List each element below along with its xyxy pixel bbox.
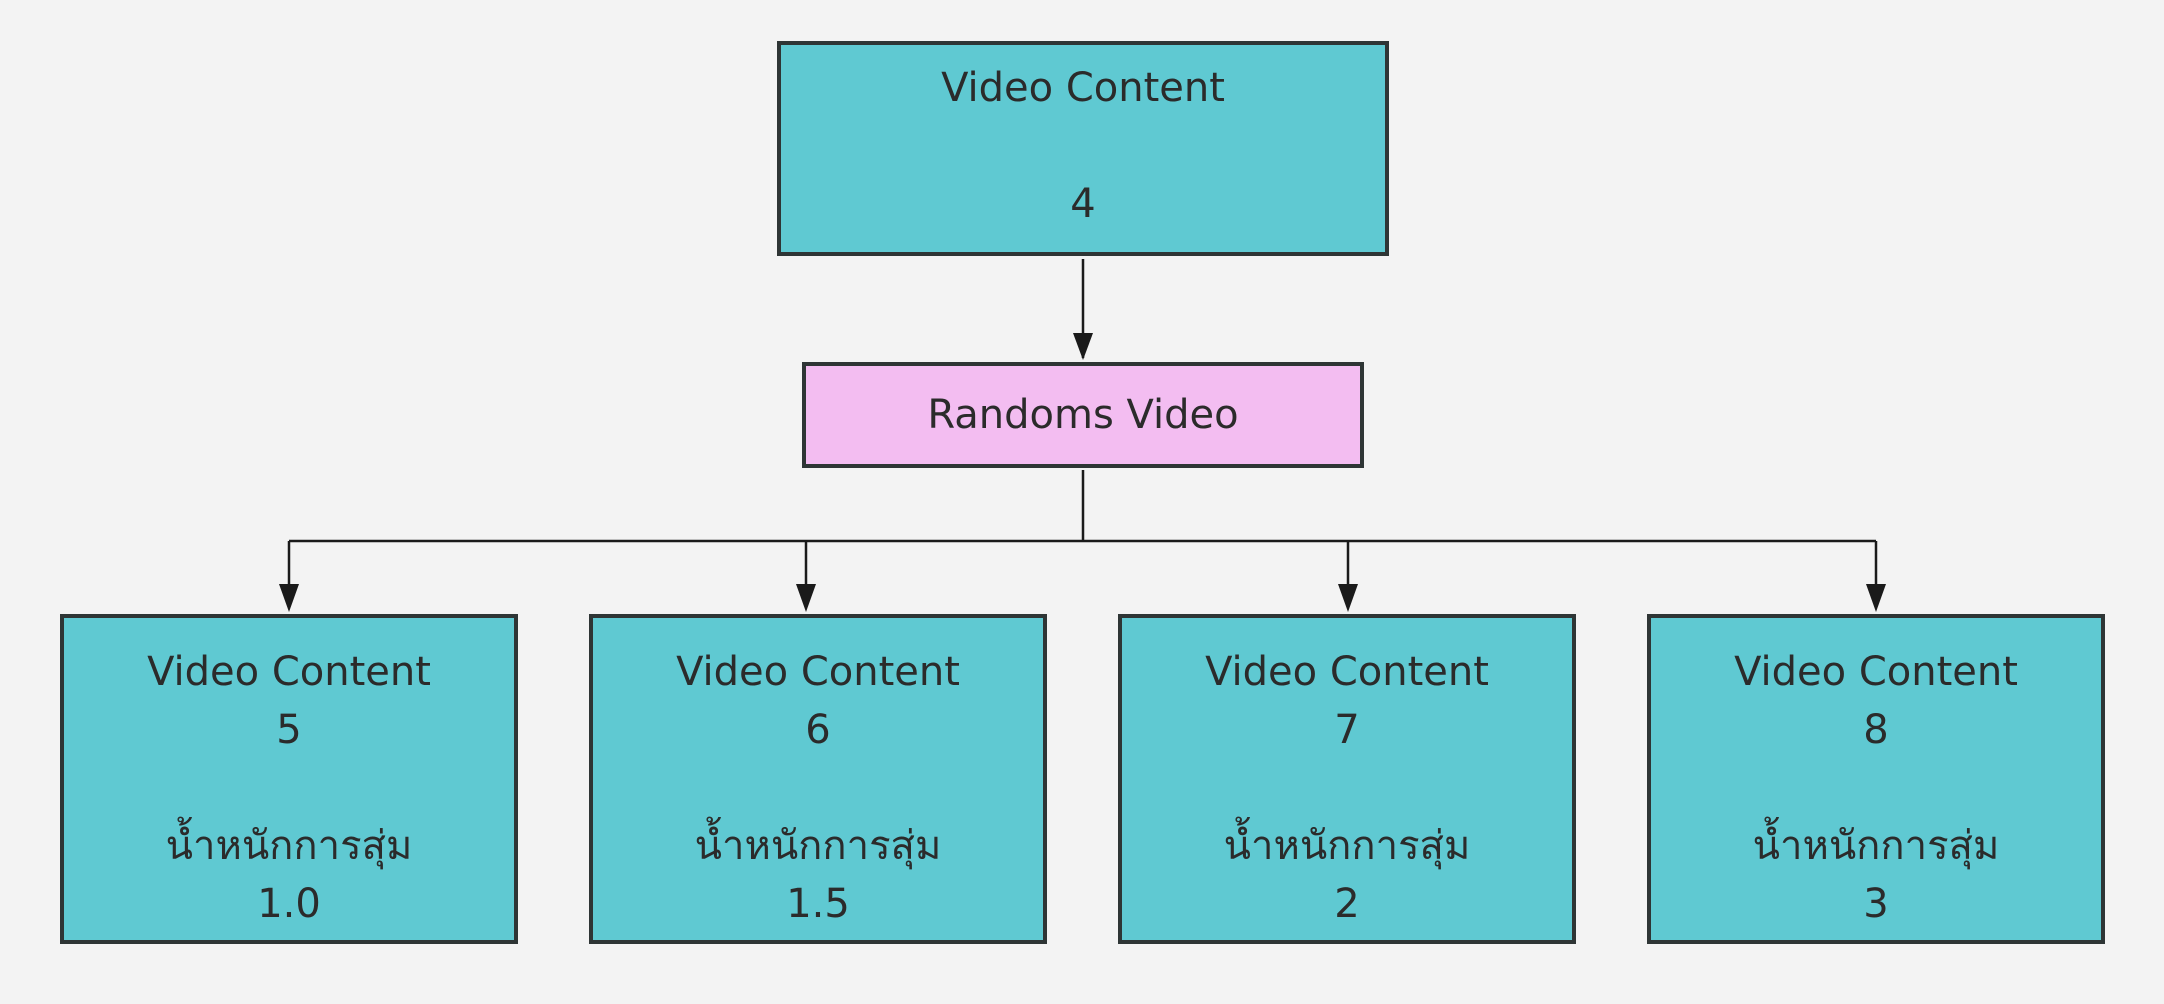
weight-label: น้ำหนักการสุ่ม (1223, 823, 1471, 869)
node-title: Video Content (1205, 649, 1489, 695)
node-title: Video Content (941, 65, 1225, 111)
weight-value: 2 (1334, 881, 1360, 927)
weight-label: น้ำหนักการสุ่ม (694, 823, 942, 869)
node-title: Video Content (1734, 649, 2018, 695)
weight-label: น้ำหนักการสุ่ม (165, 823, 413, 869)
video-content-6-node[interactable]: Video Content 6 น้ำหนักการสุ่ม 1.5 (589, 614, 1047, 944)
node-number: 7 (1334, 707, 1360, 753)
video-content-8-node[interactable]: Video Content 8 น้ำหนักการสุ่ม 3 (1647, 614, 2105, 944)
arrowhead-icon (1073, 333, 1093, 360)
node-title: Video Content (676, 649, 960, 695)
weight-value: 1.0 (257, 881, 321, 927)
weight-value: 3 (1863, 881, 1889, 927)
randoms-video-node[interactable]: Randoms Video (802, 362, 1364, 468)
weight-value: 1.5 (786, 881, 850, 927)
arrowhead-icon (279, 584, 299, 612)
video-content-4-node[interactable]: Video Content 4 (777, 41, 1389, 256)
node-title: Video Content (147, 649, 431, 695)
node-number: 5 (276, 707, 302, 753)
video-content-7-node[interactable]: Video Content 7 น้ำหนักการสุ่ม 2 (1118, 614, 1576, 944)
node-number: 4 (1070, 181, 1096, 227)
node-number: 6 (805, 707, 831, 753)
video-content-5-node[interactable]: Video Content 5 น้ำหนักการสุ่ม 1.0 (60, 614, 518, 944)
weight-label: น้ำหนักการสุ่ม (1752, 823, 2000, 869)
arrowhead-icon (1338, 584, 1358, 612)
arrowhead-icon (1866, 584, 1886, 612)
arrowhead-icon (796, 584, 816, 612)
node-number: 8 (1863, 707, 1889, 753)
node-label: Randoms Video (927, 392, 1239, 438)
